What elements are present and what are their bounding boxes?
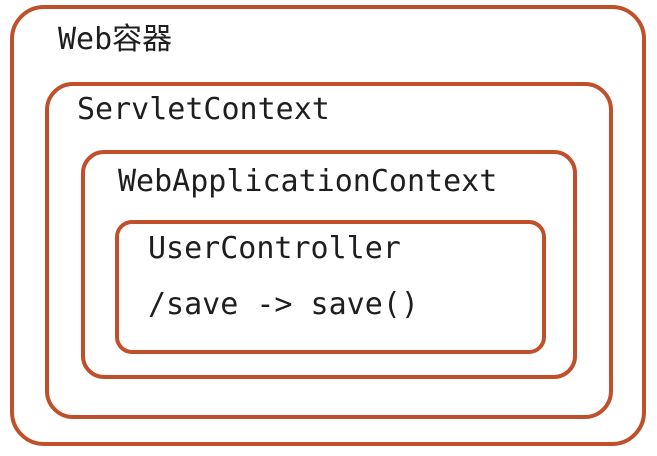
servlet-context-label: ServletContext (77, 92, 330, 127)
user-controller-label: UserController (148, 231, 401, 266)
web-container-box: Web容器 ServletContext WebApplicationConte… (10, 5, 646, 446)
route-mapping-label: /save -> save() (148, 287, 419, 322)
web-application-context-box: WebApplicationContext UserController /sa… (81, 150, 577, 379)
user-controller-box: UserController /save -> save() (115, 220, 546, 354)
web-container-label: Web容器 (58, 22, 173, 57)
web-application-context-label: WebApplicationContext (118, 164, 498, 199)
servlet-context-box: ServletContext WebApplicationContext Use… (45, 82, 613, 419)
